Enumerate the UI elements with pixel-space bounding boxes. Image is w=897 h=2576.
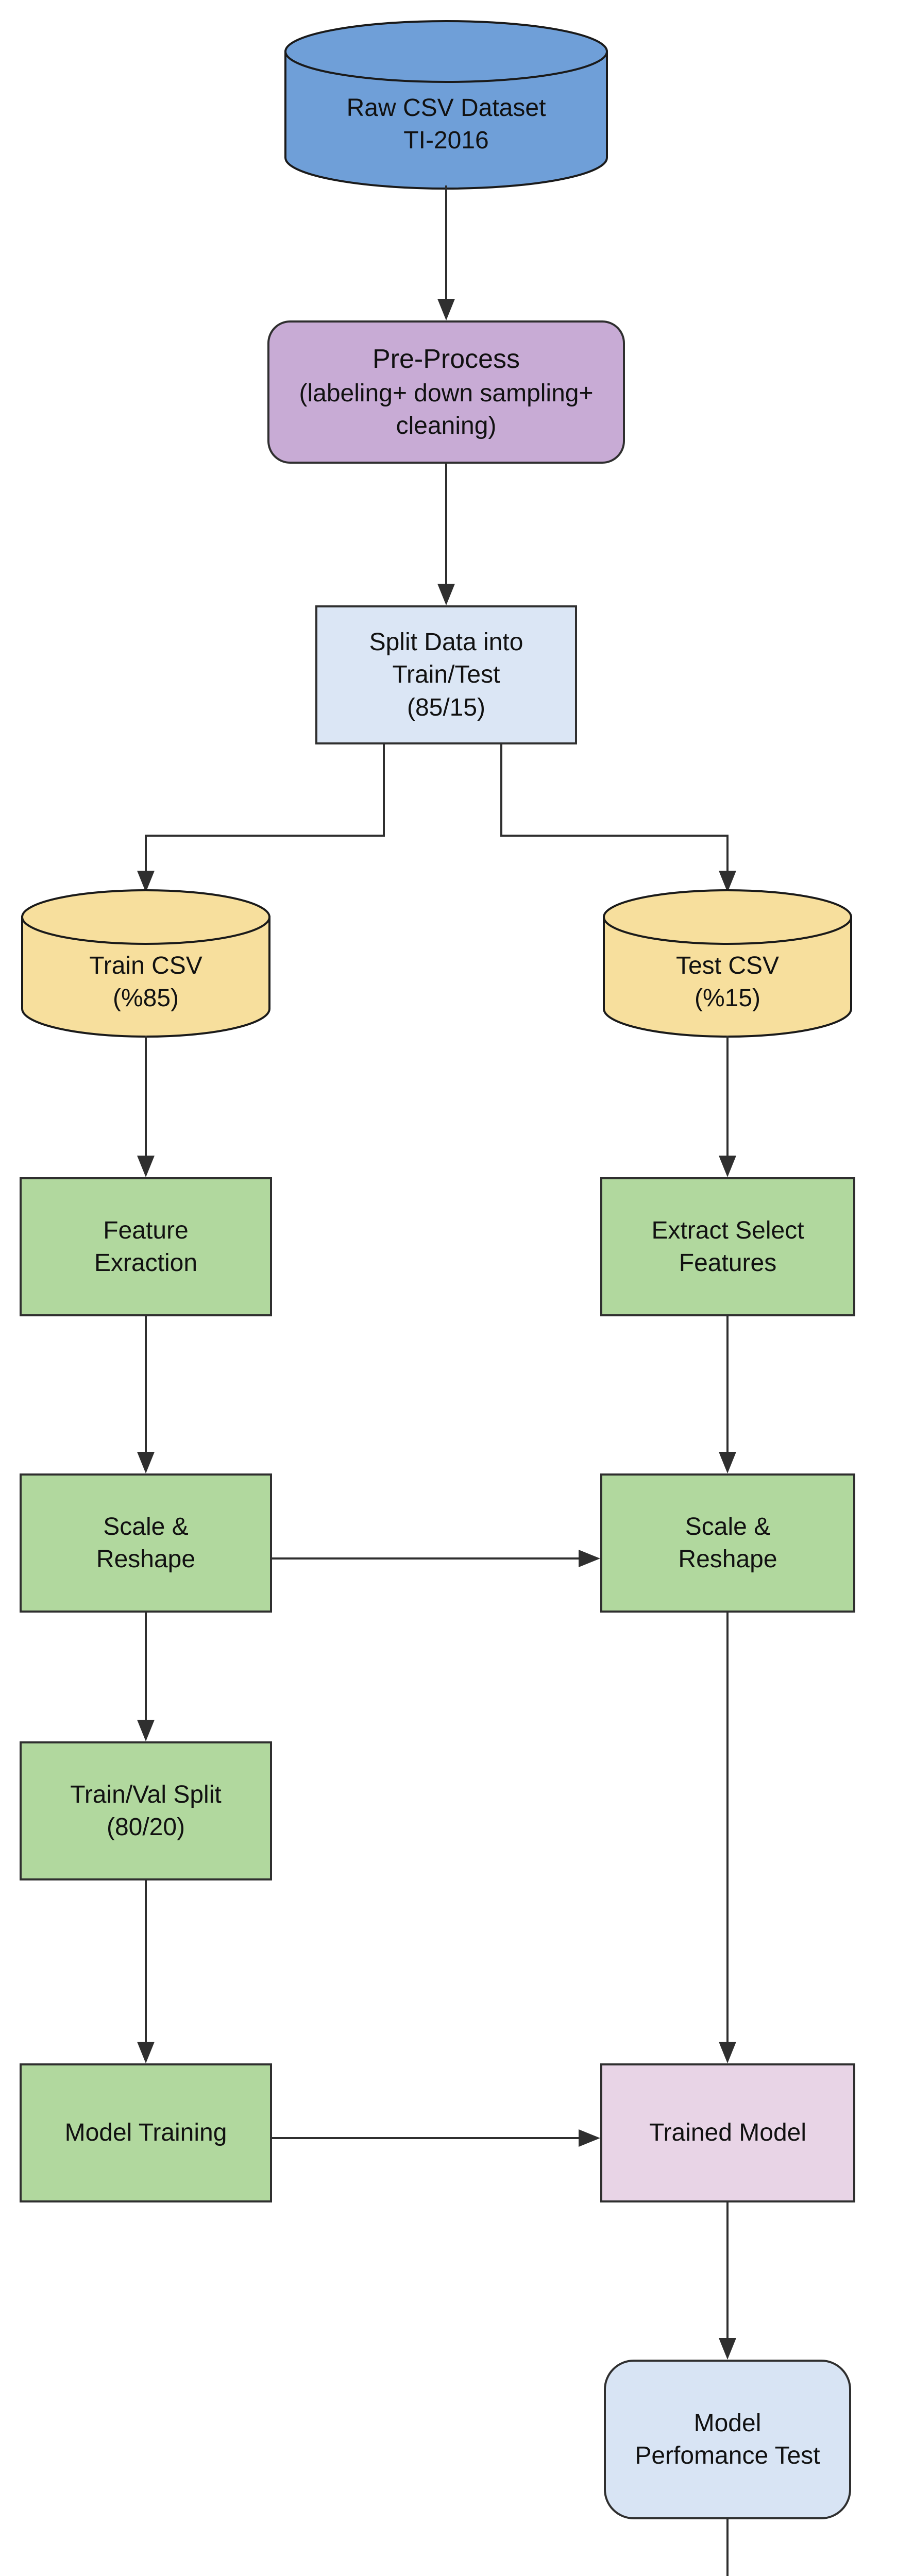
arrow-scale-trainedmodel-head xyxy=(719,2042,736,2063)
node-label: Extract Select xyxy=(651,1216,804,1244)
arrow-scaleleft-scaleright-line xyxy=(272,1557,580,1560)
node-label: Train/Test xyxy=(392,661,500,689)
node-extract-select-features: Extract Select Features xyxy=(600,1177,855,1316)
node-raw-csv-dataset: Raw CSV Dataset TI-2016 xyxy=(284,20,608,190)
arrow-feature-scale-head xyxy=(137,1452,155,1473)
node-model-training: Model Training xyxy=(20,2063,272,2202)
node-sublabel: (%85) xyxy=(112,985,179,1012)
arrow-perftest-metrics-line xyxy=(726,2519,729,2576)
arrow-extract-scale-line xyxy=(726,1316,729,1452)
node-label: Test CSV xyxy=(675,952,780,979)
node-label: Trained Model xyxy=(649,2119,807,2147)
branch-left-stub xyxy=(383,743,385,837)
arrow-trainval-modeltraining-head xyxy=(137,2042,155,2063)
arrow-scale-trainval-head xyxy=(137,1720,155,1741)
node-label: Feature xyxy=(103,1216,189,1244)
arrow-preprocess-split-head xyxy=(437,584,455,605)
arrow-testcsv-extract-head xyxy=(719,1156,736,1177)
node-label: Model xyxy=(693,2409,761,2437)
arrow-extract-scale-head xyxy=(719,1452,736,1473)
arrow-feature-scale-line xyxy=(145,1316,147,1452)
arrow-modeltraining-trainedmodel-head xyxy=(579,2129,600,2147)
node-model-performance-test: Model Perfomance Test xyxy=(604,2360,851,2519)
node-label: Scale & xyxy=(685,1513,771,1540)
branch-right-stub xyxy=(500,743,502,837)
arrow-trainedmodel-perftest-head xyxy=(719,2338,736,2360)
node-label: Reshape xyxy=(678,1546,777,1573)
arrow-split-traincsv-line xyxy=(145,835,147,873)
arrow-modeltraining-trainedmodel-line xyxy=(272,2137,580,2139)
arrow-split-testcsv-head xyxy=(719,871,736,892)
node-label: Train CSV xyxy=(89,952,202,979)
node-test-csv: Test CSV (%15) xyxy=(602,889,853,1038)
node-label: Perfomance Test xyxy=(635,2442,820,2469)
node-label: Model Training xyxy=(64,2119,227,2147)
node-sublabel: TI-2016 xyxy=(403,127,489,155)
node-split-data: Split Data into Train/Test (85/15) xyxy=(315,605,577,744)
node-train-csv: Train CSV (%85) xyxy=(21,889,271,1038)
arrow-scale-trainval-line xyxy=(145,1613,147,1720)
node-label: Pre-Process xyxy=(372,344,520,375)
arrow-rawcsv-preprocess-line xyxy=(445,185,447,301)
cylinder-shape xyxy=(603,889,852,1038)
arrow-traincsv-feature-line xyxy=(145,1036,147,1157)
node-pre-process: Pre-Process (labeling+ down sampling+ cl… xyxy=(267,320,625,464)
arrow-split-traincsv-head xyxy=(137,871,155,892)
arrow-traincsv-feature-head xyxy=(137,1156,155,1177)
arrow-split-testcsv-line xyxy=(726,835,729,873)
arrow-trainval-modeltraining-line xyxy=(145,1880,147,2042)
arrow-preprocess-split-line xyxy=(445,464,447,585)
node-train-val-split: Train/Val Split (80/20) xyxy=(20,1741,272,1880)
node-label: Features xyxy=(679,1249,777,1277)
cylinder-shape xyxy=(284,20,608,190)
node-label: Exraction xyxy=(94,1249,198,1277)
node-feature-exraction: Feature Exraction xyxy=(20,1177,272,1316)
node-label: Reshape xyxy=(96,1546,196,1573)
node-sublabel: (%15) xyxy=(694,985,761,1012)
branch-right-horizontal xyxy=(500,835,729,837)
node-trained-model: Trained Model xyxy=(600,2063,855,2202)
node-sublabel: (80/20) xyxy=(106,1814,185,1841)
arrow-testcsv-extract-line xyxy=(726,1036,729,1157)
branch-left-horizontal xyxy=(145,835,384,837)
node-sublabel: cleaning) xyxy=(396,412,497,440)
cylinder-shape xyxy=(21,889,270,1038)
node-sublabel: (labeling+ down sampling+ xyxy=(299,379,594,407)
node-label: Raw CSV Dataset xyxy=(346,94,546,122)
node-label: Split Data into xyxy=(369,628,523,656)
arrow-scale-trainedmodel-line xyxy=(726,1613,729,2042)
arrow-scaleleft-scaleright-head xyxy=(579,1550,600,1567)
node-scale-reshape-right: Scale & Reshape xyxy=(600,1473,855,1613)
node-label: Scale & xyxy=(103,1513,189,1540)
node-scale-reshape-left: Scale & Reshape xyxy=(20,1473,272,1613)
node-sublabel: (85/15) xyxy=(407,693,486,721)
arrow-trainedmodel-perftest-line xyxy=(726,2202,729,2338)
arrow-rawcsv-preprocess-head xyxy=(437,299,455,320)
node-label: Train/Val Split xyxy=(70,1781,222,1808)
